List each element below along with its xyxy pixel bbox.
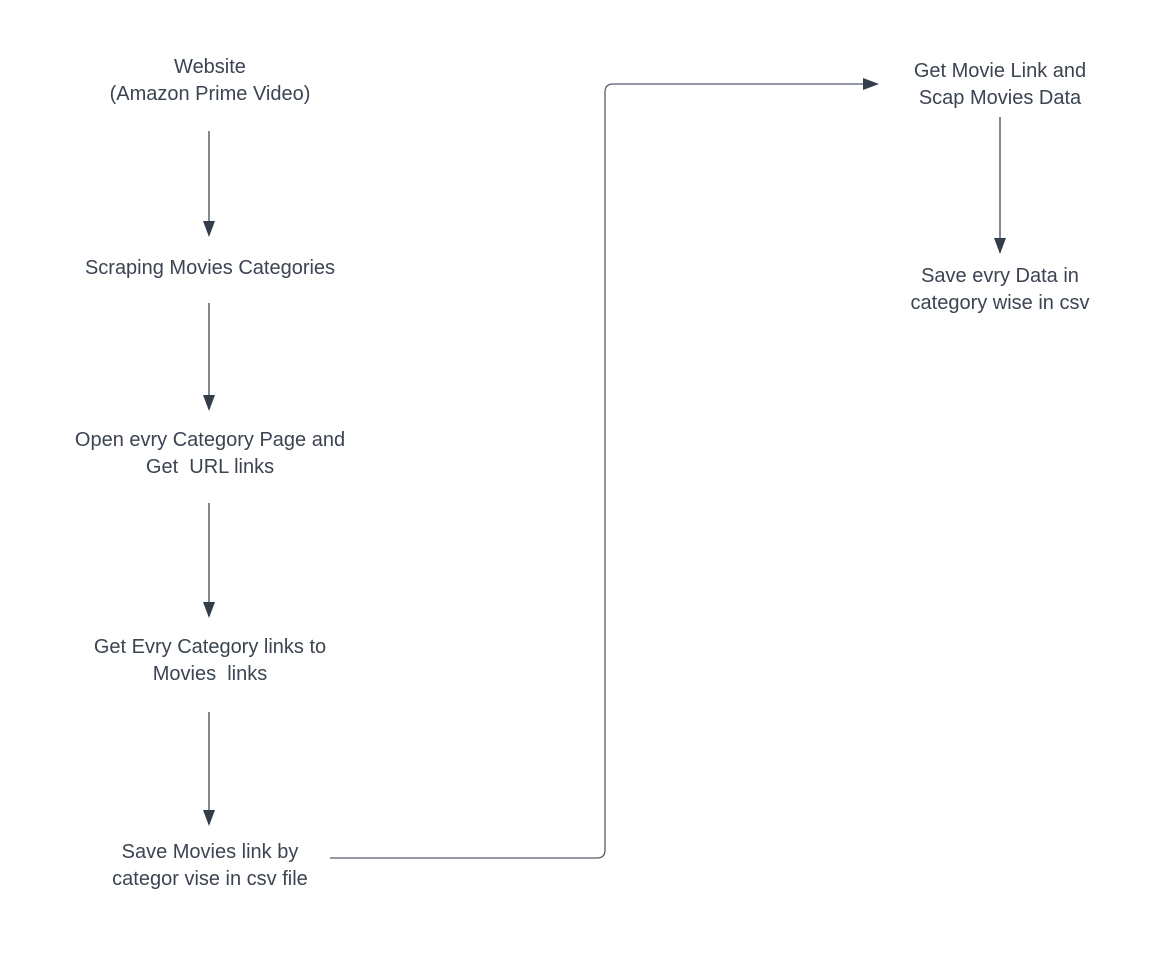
node-label-line: Movies links <box>152 663 268 685</box>
flow-node-save-data-csv: Save evry Data in category wise in csv <box>830 263 1160 317</box>
flow-node-get-category-links: Get Evry Category links to Movies links <box>40 634 380 688</box>
node-label-line: Open evry Category Page and <box>74 429 346 451</box>
node-label-line: Get Evry Category links to <box>93 636 327 658</box>
node-label-line: (Amazon Prime Video) <box>109 83 311 105</box>
node-label-line: Scraping Movies Categories <box>84 257 336 279</box>
node-label-line: Save Movies link by <box>121 841 299 863</box>
connector-save-movie-links-to-get-movie-link-scrape <box>330 78 879 859</box>
node-label-line: Get Movie Link and <box>913 60 1087 82</box>
node-label-line: categor vise in csv file <box>112 868 308 890</box>
flow-node-scraping-categories: Scraping Movies Categories <box>40 255 380 282</box>
flow-node-save-movie-links: Save Movies link by categor vise in csv … <box>40 839 380 893</box>
flow-node-open-category-pages: Open evry Category Page and Get URL link… <box>40 427 380 481</box>
flow-node-get-movie-link-scrape: Get Movie Link and Scap Movies Data <box>830 58 1160 112</box>
node-label-line: Save evry Data in <box>921 265 1079 287</box>
node-label-line: category wise in csv <box>910 292 1090 314</box>
node-label-line: Get URL links <box>145 456 275 478</box>
flow-node-website: Website (Amazon Prime Video) <box>40 54 380 108</box>
node-label-line: Website <box>174 56 246 78</box>
node-label-line: Scap Movies Data <box>918 87 1082 109</box>
